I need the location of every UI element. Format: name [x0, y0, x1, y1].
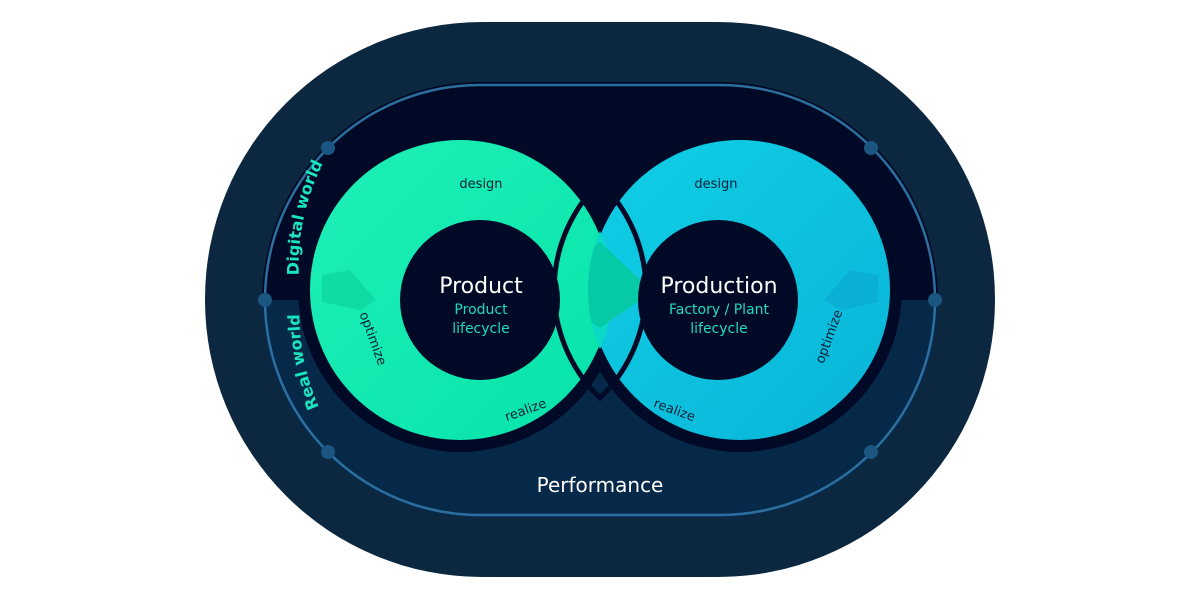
performance-label: Performance	[537, 473, 664, 497]
product-title: Product	[439, 274, 523, 299]
production-chevron	[824, 270, 878, 310]
product-phase-design: design	[459, 177, 502, 192]
orbit-dot	[928, 293, 942, 307]
orbit-dot	[321, 445, 335, 459]
orbit-dot	[864, 141, 878, 155]
production-center	[638, 220, 798, 380]
orbit-dot	[321, 141, 335, 155]
production-phase-design: design	[694, 177, 737, 192]
product-center	[400, 220, 560, 380]
orbit-dot	[258, 293, 272, 307]
production-title: Production	[660, 274, 777, 299]
product-subtitle: Product	[454, 302, 508, 318]
production-subtitle: Factory / Plant	[669, 302, 770, 318]
production-subtitle: lifecycle	[690, 321, 748, 337]
orbit-dot	[864, 445, 878, 459]
product-chevron	[322, 270, 376, 310]
overlap-arrow	[588, 242, 640, 328]
product-subtitle: lifecycle	[452, 321, 510, 337]
lens-outline	[551, 178, 649, 402]
